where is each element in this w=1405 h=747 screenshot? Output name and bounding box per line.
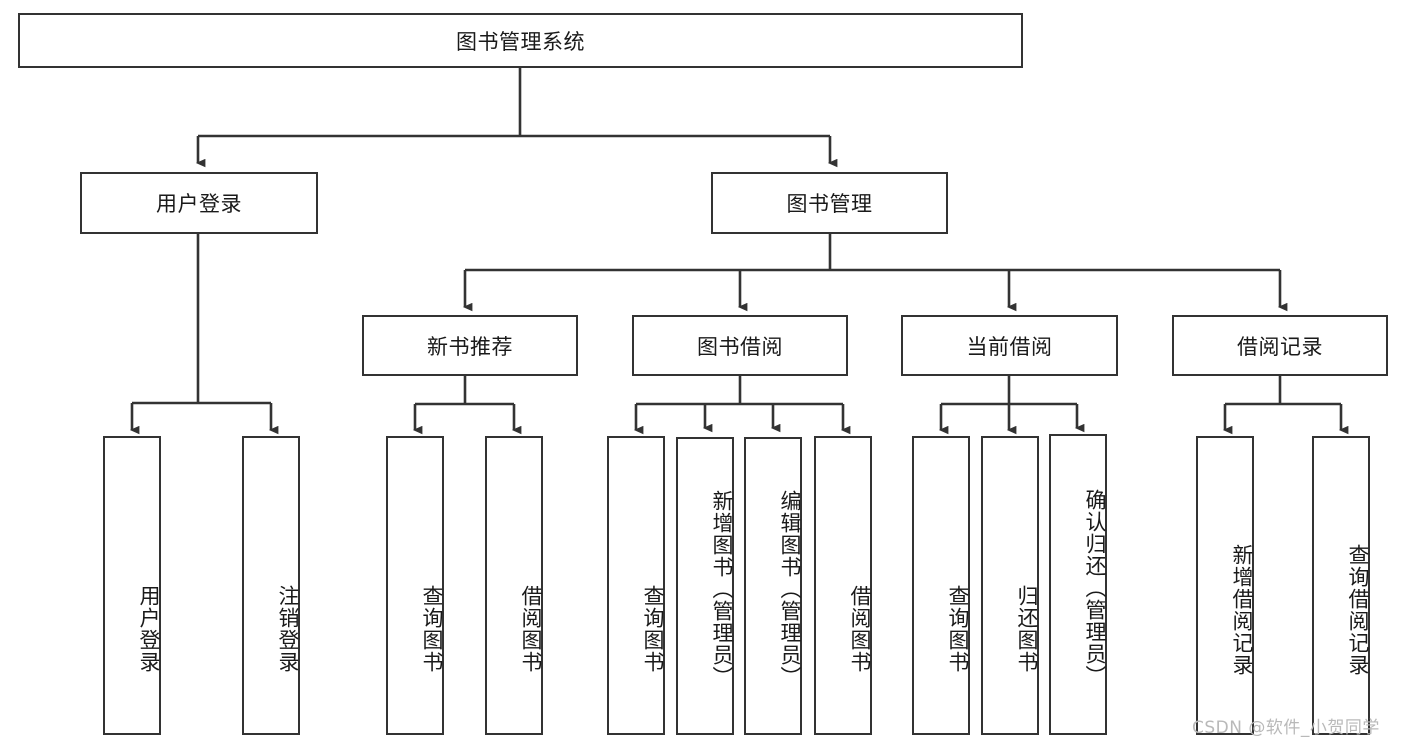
node-borrow-record[interactable]: 借阅记录 (1172, 315, 1388, 376)
leaf-label: 新增借阅记录 (1230, 543, 1254, 676)
leaf-label: 编辑图书（管理员） (778, 490, 802, 688)
leaf-label: 查询图书 (420, 584, 444, 673)
csdn-watermark: CSDN @软件_小贺同学 (1192, 718, 1380, 738)
leaf-book-borrow-borrow-book[interactable]: 借阅图书 (814, 436, 872, 735)
node-user-login-label: 用户登录 (156, 192, 242, 216)
leaf-label: 借阅图书 (519, 584, 543, 673)
leaf-current-borrow-query-book[interactable]: 查询图书 (912, 436, 970, 735)
node-book-management-label: 图书管理 (786, 192, 873, 216)
leaf-label: 确认归还（管理员） (1083, 488, 1107, 687)
leaf-new-book-borrow-book[interactable]: 借阅图书 (485, 436, 543, 735)
node-current-borrow-label: 当前借阅 (966, 334, 1053, 359)
node-book-borrow[interactable]: 图书借阅 (632, 315, 848, 376)
leaf-label: 新增图书（管理员） (710, 490, 734, 688)
leaf-label: 归还图书 (1015, 584, 1039, 673)
leaf-borrow-record-query-record[interactable]: 查询借阅记录 (1312, 436, 1370, 735)
leaf-label: 查询图书 (946, 584, 970, 673)
leaf-book-borrow-edit-book-admin[interactable]: 编辑图书（管理员） (744, 437, 802, 735)
leaf-user-login-signin[interactable]: 用户登录 (103, 436, 161, 735)
leaf-book-borrow-query-book[interactable]: 查询图书 (607, 436, 665, 735)
node-root-label: 图书管理系统 (456, 29, 585, 54)
node-borrow-record-label: 借阅记录 (1237, 334, 1323, 359)
leaf-label: 注销登录 (276, 584, 300, 673)
node-book-borrow-label: 图书借阅 (697, 334, 783, 359)
leaf-book-borrow-add-book-admin[interactable]: 新增图书（管理员） (676, 437, 734, 735)
leaf-borrow-record-add-record[interactable]: 新增借阅记录 (1196, 436, 1254, 735)
node-new-book-recommend[interactable]: 新书推荐 (362, 315, 578, 376)
leaf-current-borrow-return-book[interactable]: 归还图书 (981, 436, 1039, 735)
node-user-login[interactable]: 用户登录 (80, 172, 318, 234)
node-root[interactable]: 图书管理系统 (18, 13, 1023, 68)
leaf-label: 用户登录 (137, 584, 161, 673)
leaf-user-login-signout[interactable]: 注销登录 (242, 436, 300, 735)
leaf-label: 查询图书 (641, 584, 665, 673)
leaf-label: 查询借阅记录 (1346, 543, 1370, 676)
leaf-current-borrow-confirm-return-admin[interactable]: 确认归还（管理员） (1049, 434, 1107, 735)
node-new-book-recommend-label: 新书推荐 (427, 334, 513, 359)
leaf-label: 借阅图书 (848, 584, 872, 673)
node-current-borrow[interactable]: 当前借阅 (901, 315, 1118, 376)
node-book-management[interactable]: 图书管理 (711, 172, 948, 234)
leaf-new-book-query-book[interactable]: 查询图书 (386, 436, 444, 735)
